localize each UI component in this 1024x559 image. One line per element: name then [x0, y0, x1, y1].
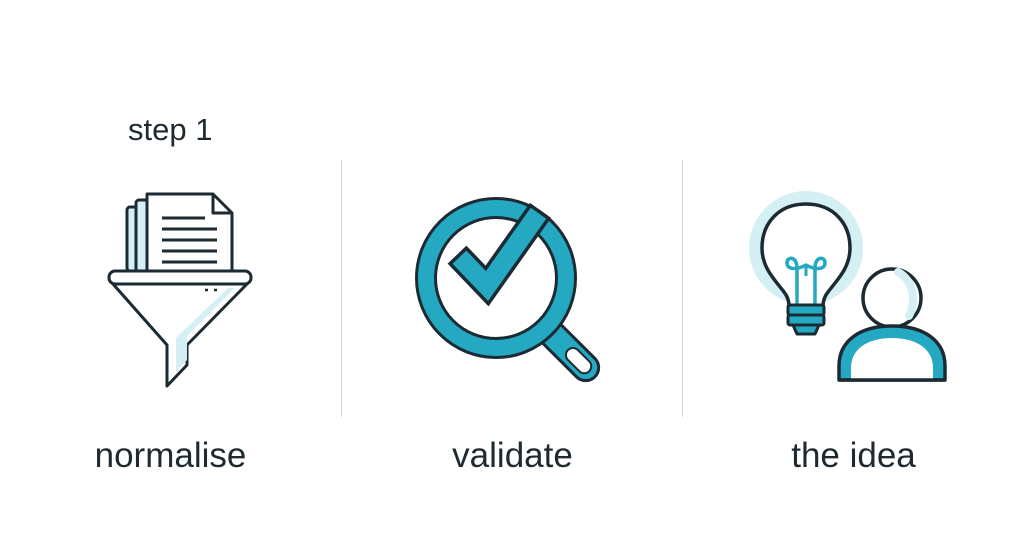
step-caption: normalise — [94, 436, 247, 475]
step-caption: the idea — [791, 436, 916, 475]
step-caption: validate — [452, 436, 573, 475]
divider — [682, 160, 683, 417]
step-panel-normalise: normalise — [0, 0, 341, 559]
step-label: step 1 — [128, 112, 213, 147]
magnifier-checkmark-icon — [415, 197, 601, 383]
divider — [341, 160, 342, 417]
funnel-documents-icon — [107, 192, 253, 388]
lightbulb-person-icon — [749, 191, 947, 382]
step-panel-the-idea: the idea — [683, 0, 1024, 559]
step-panel-validate: validate — [342, 0, 683, 559]
